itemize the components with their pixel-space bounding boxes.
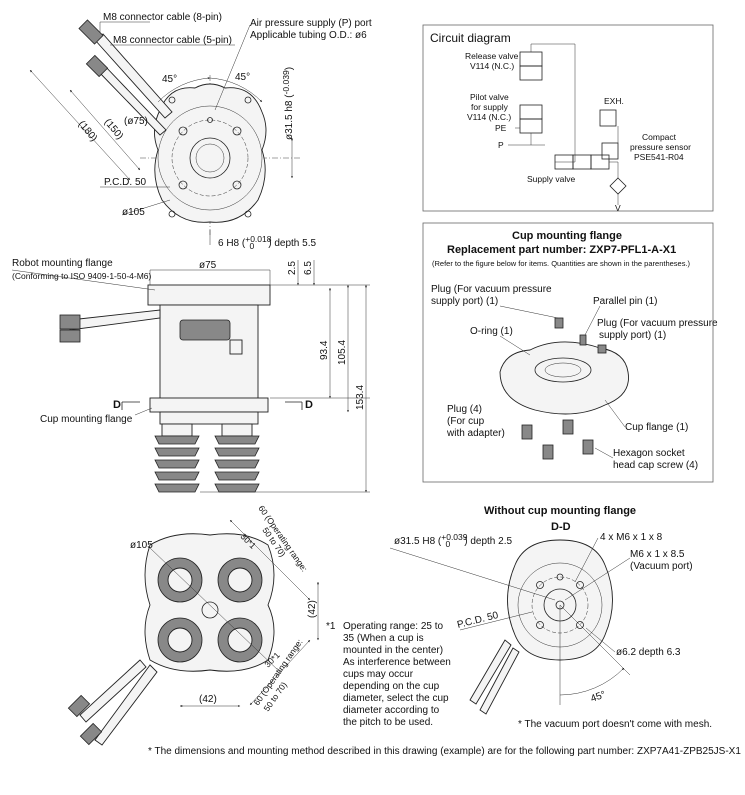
flange-part-number: Replacement part number: ZXP7-PFL1-A-X1 xyxy=(447,244,676,256)
footnote-line: Operating range: 25 to xyxy=(343,621,444,632)
pilot-valve-part: V114 (N.C.) xyxy=(467,112,511,122)
dim-42-b: (42) xyxy=(199,694,217,705)
cable-8pin-label: M8 connector cable (8-pin) xyxy=(103,12,222,23)
angle-label-a: 45° xyxy=(162,74,177,85)
dia-105-label: ø105 xyxy=(122,207,145,218)
dim-180: (180) xyxy=(76,119,99,144)
footnote-line: As interference between xyxy=(343,657,451,668)
bottom-footnote: * The dimensions and mounting method des… xyxy=(148,746,741,757)
bottom-view: ø105 60 (Operating range: 50 to 70) 30*1… xyxy=(67,503,319,746)
dim-105-4: 105.4 xyxy=(337,340,348,365)
cup-flange-box: Cup mounting flange Replacement part num… xyxy=(422,222,718,483)
footnote-mark: *1 xyxy=(326,621,336,632)
hex-screw-label-2: head cap screw (4) xyxy=(613,460,698,471)
circuit-title: Circuit diagram xyxy=(430,31,511,45)
footnote-line: the pitch to be used. xyxy=(343,717,433,728)
flange-note: (Refer to the figure below for items. Qu… xyxy=(432,259,691,268)
footnote-line: diameter, select the cup xyxy=(343,693,449,704)
plug-vac-label-1: Plug (For vacuum pressure xyxy=(431,284,552,295)
dd-section-label: D-D xyxy=(551,521,571,533)
cup-flange-label: Cup mounting flange xyxy=(40,414,133,425)
dd-mesh-note: * The vacuum port doesn't come with mesh… xyxy=(518,719,712,730)
v-port: V xyxy=(615,203,621,213)
plug4-label-3: with adapter) xyxy=(446,428,505,439)
sensor-label-2: pressure sensor xyxy=(630,142,691,152)
footnote-line: mounted in the center) xyxy=(343,645,443,656)
p-port: P xyxy=(498,140,504,150)
iso-label: (Conforming to ISO 9409-1-50-4-M6) xyxy=(12,271,152,281)
footnote-line: diameter according to xyxy=(343,705,440,716)
dd-pcd-label: P.C.D. 50 xyxy=(456,610,500,631)
pcd-label: P.C.D. 50 xyxy=(104,177,146,188)
dd-m6-label: 4 x M6 x 1 x 8 xyxy=(600,532,663,543)
release-valve-label: Release valve xyxy=(465,51,519,61)
plug-vac-label-3: Plug (For vacuum pressure xyxy=(597,318,718,329)
plug-vac-label-4: supply port) (1) xyxy=(599,330,666,341)
dim-2-5: 2.5 xyxy=(287,261,298,275)
dd-vac-port-label: M6 x 1 x 8.5 xyxy=(630,549,685,560)
pilot-valve-label: Pilot valve xyxy=(470,92,509,102)
plug-vac-label-2: supply port) (1) xyxy=(431,296,498,307)
footnote-line: cups may occur xyxy=(343,669,414,680)
robot-flange-label: Robot mounting flange xyxy=(12,258,113,269)
release-valve-part: V114 (N.C.) xyxy=(470,61,514,71)
section-d-right: D xyxy=(305,399,313,411)
angle-label-b: 45° xyxy=(235,72,250,83)
sensor-part: PSE541-R04 xyxy=(634,152,684,162)
dd-vac-port-note: (Vacuum port) xyxy=(630,561,693,572)
cup-flange-part-label: Cup flange (1) xyxy=(625,422,688,433)
footnote-1: *1 Operating range: 25 to 35 (When a cup… xyxy=(326,621,451,728)
dim-93-4: 93.4 xyxy=(319,340,330,360)
oring-label: O-ring (1) xyxy=(470,326,513,337)
dim-153-4: 153.4 xyxy=(355,385,366,410)
circuit-diagram: Circuit diagram Release valve V114 (N.C.… xyxy=(422,24,714,213)
dim-d75: (ø75) xyxy=(124,116,148,127)
air-supply-label: Air pressure supply (P) port xyxy=(250,18,372,29)
exh-label: EXH. xyxy=(604,96,624,106)
pilot-for-supply: for supply xyxy=(471,102,509,112)
supply-valve-label: Supply valve xyxy=(527,174,575,184)
h8-label: ø31.5 h8 (-0.039) xyxy=(281,67,295,140)
footnote-line: 35 (When a cup is xyxy=(343,633,424,644)
dd-title: Without cup mounting flange xyxy=(484,505,636,517)
dim-150: (150) xyxy=(102,117,125,142)
side-d75: ø75 xyxy=(199,260,217,271)
side-view: ø75 Robot mounting flange (Conforming to… xyxy=(11,258,370,493)
dd-angle: 45° xyxy=(589,689,607,705)
dim-6-5: 6.5 xyxy=(303,261,314,275)
plug4-label-1: Plug (4) xyxy=(447,404,482,415)
hex-screw-label-1: Hexagon socket xyxy=(613,448,685,459)
footnote-line: depending on the cup xyxy=(343,681,440,692)
tubing-label: Applicable tubing O.D.: ø6 xyxy=(250,30,367,41)
parallel-pin-label: Parallel pin (1) xyxy=(593,296,657,307)
bottom-d105: ø105 xyxy=(130,540,153,551)
dim-42-a: (42) xyxy=(307,600,318,618)
cable-5pin-label: M8 connector cable (5-pin) xyxy=(113,35,232,46)
plug4-label-2: (For cup xyxy=(447,416,485,427)
sensor-label-1: Compact xyxy=(642,132,677,142)
dd-6-2-label: ø6.2 depth 6.3 xyxy=(616,647,681,658)
section-d-left: D xyxy=(113,399,121,411)
flange-title: Cup mounting flange xyxy=(512,230,622,242)
dd-section-view: Without cup mounting flange D-D 45° ø31.… xyxy=(389,505,712,730)
pe-port: PE xyxy=(495,123,507,133)
top-view: M8 connector cable (8-pin) M8 connector … xyxy=(29,12,372,251)
